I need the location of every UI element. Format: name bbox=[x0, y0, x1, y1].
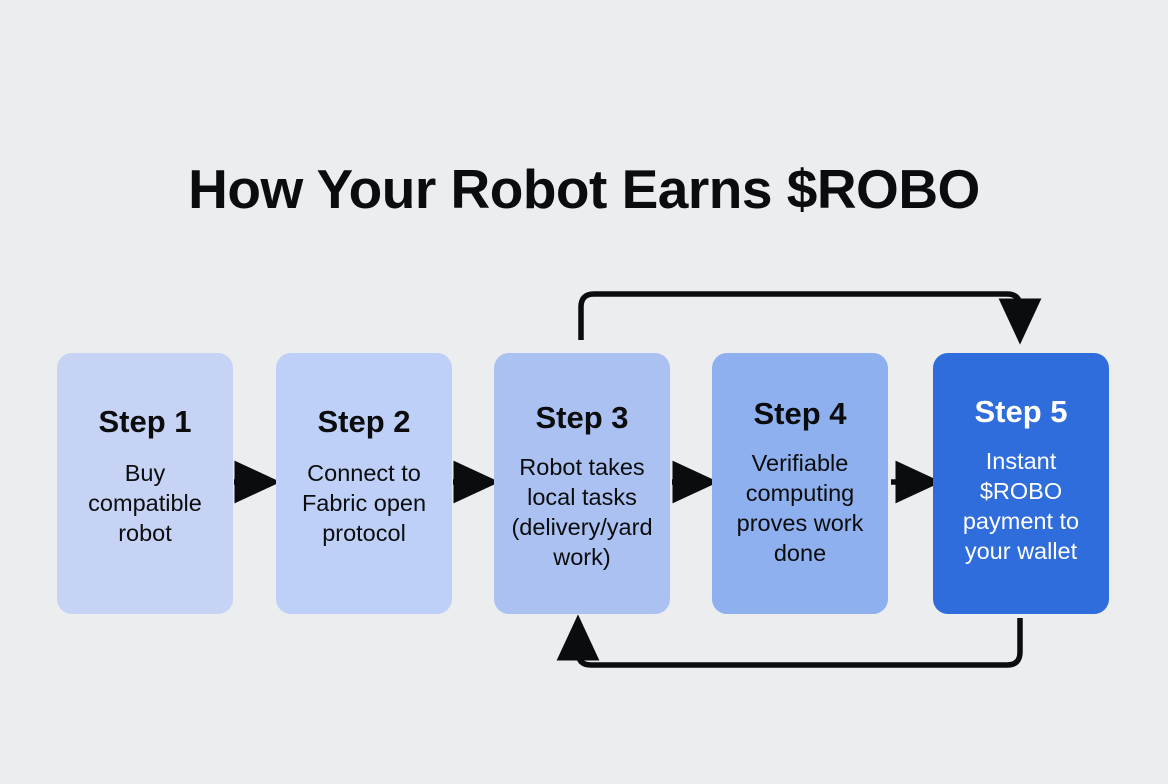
step-3-description: Robot takes local tasks (delivery/yard w… bbox=[511, 453, 652, 572]
step-box-4[interactable]: Step 4 Verifiable computing proves work … bbox=[712, 353, 888, 614]
step-box-3[interactable]: Step 3 Robot takes local tasks (delivery… bbox=[494, 353, 670, 614]
loop-bottom-step5-to-step3 bbox=[556, 614, 1023, 668]
step-1-title: Step 1 bbox=[98, 404, 192, 439]
step-3-title: Step 3 bbox=[535, 400, 629, 435]
step-4-desc-line: computing bbox=[745, 479, 855, 506]
step-1-description: Buy compatible robot bbox=[88, 459, 202, 549]
step-3-desc-line: work) bbox=[553, 543, 611, 570]
step-2-desc-line: Connect to bbox=[307, 460, 421, 487]
step-3-desc-line: (delivery/yard bbox=[511, 513, 653, 540]
step-1-desc-line: compatible bbox=[88, 489, 202, 516]
step-2-title: Step 2 bbox=[317, 404, 411, 439]
step-2-desc-line: Fabric open bbox=[301, 489, 427, 516]
step-3-desc-line: local tasks bbox=[527, 483, 637, 510]
step-5-desc-line: Instant bbox=[985, 448, 1057, 475]
step-5-title: Step 5 bbox=[974, 394, 1068, 429]
step-box-5[interactable]: Step 5 Instant $ROBO payment to your wal… bbox=[933, 353, 1109, 614]
step-4-description: Verifiable computing proves work done bbox=[737, 449, 864, 568]
step-5-description: Instant $ROBO payment to your wallet bbox=[963, 447, 1079, 566]
step-2-desc-line: protocol bbox=[322, 519, 406, 546]
step-box-1[interactable]: Step 1 Buy compatible robot bbox=[57, 353, 233, 614]
step-1-desc-line: robot bbox=[118, 519, 172, 546]
step-5-desc-line: $ROBO bbox=[979, 477, 1063, 504]
step-2-description: Connect to Fabric open protocol bbox=[302, 459, 426, 549]
step-5-desc-line: payment to bbox=[962, 507, 1080, 534]
step-box-2[interactable]: Step 2 Connect to Fabric open protocol bbox=[276, 353, 452, 614]
step-4-desc-line: proves work bbox=[736, 509, 864, 536]
step-4-title: Step 4 bbox=[753, 396, 847, 431]
step-5-desc-line: your wallet bbox=[964, 537, 1078, 564]
page-title: How Your Robot Earns $ROBO bbox=[188, 158, 980, 220]
step-4-desc-line: done bbox=[773, 539, 827, 566]
step-4-desc-line: Verifiable bbox=[751, 450, 849, 477]
loop-top-step3-to-step5 bbox=[578, 291, 1042, 345]
step-1-desc-line: Buy bbox=[124, 460, 166, 487]
step-3-desc-line: Robot takes bbox=[519, 454, 645, 481]
